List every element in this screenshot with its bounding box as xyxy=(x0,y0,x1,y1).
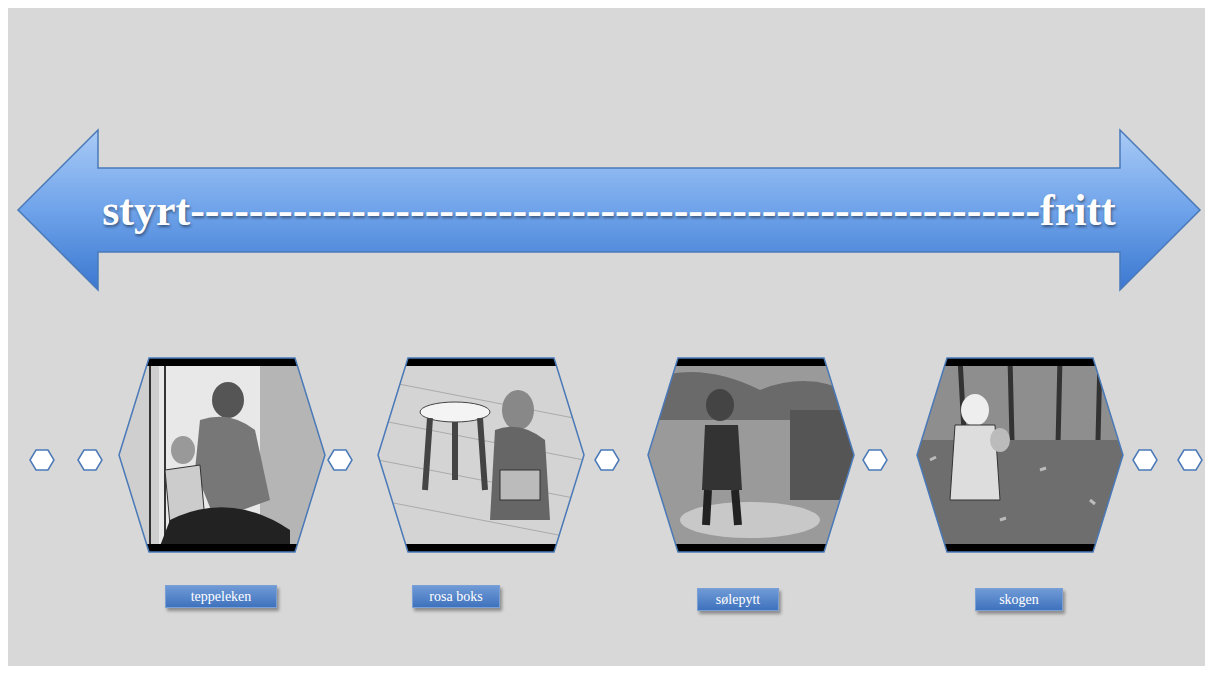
photo-skogen xyxy=(917,358,1123,552)
photo-rosa-boks xyxy=(378,358,584,552)
label-box: skogen xyxy=(975,588,1063,611)
label-text: teppeleken xyxy=(191,589,252,605)
label-box: rosa boks xyxy=(412,585,500,608)
photo-hexagon-outlines xyxy=(119,358,1123,552)
photo-teppeleken xyxy=(119,358,325,552)
background-panel xyxy=(8,8,1205,666)
label-box: sølepytt xyxy=(697,588,779,611)
label-text: sølepytt xyxy=(716,592,760,608)
photo-solepytt xyxy=(648,358,854,552)
label-text: skogen xyxy=(999,592,1039,608)
label-box: teppeleken xyxy=(165,585,277,608)
label-text: rosa boks xyxy=(429,589,482,605)
scale-arrow: styrt-----------------------------------… xyxy=(14,126,1204,294)
scale-text: styrt-----------------------------------… xyxy=(14,126,1204,294)
